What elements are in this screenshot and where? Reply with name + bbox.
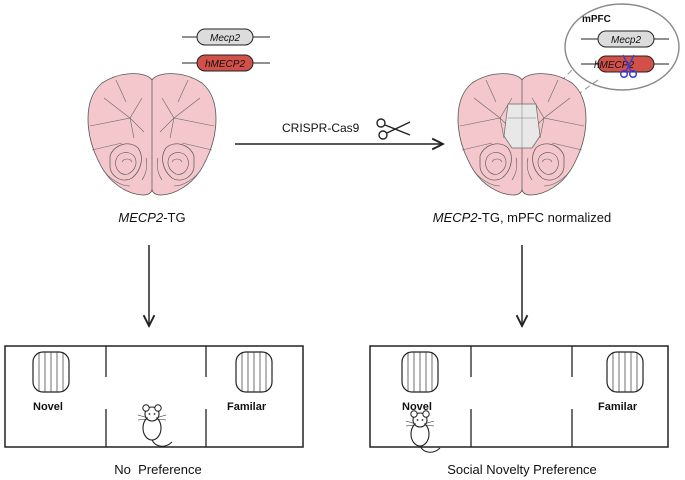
left-caption: MECP2-TG — [118, 210, 185, 225]
brain-mecp2-tg — [87, 73, 217, 196]
right-caption-rest: -TG, mPFC normalized — [478, 210, 612, 225]
familiar-mouse-cage — [235, 351, 273, 393]
arena-right: Novel Familar — [369, 345, 669, 453]
mecp2-gene-box — [196, 28, 254, 46]
cut-scissors-icon — [619, 54, 638, 79]
familiar-mouse-cage — [606, 351, 644, 393]
mpfc-inset: mPFC Mecp2 hMECP2 — [529, 3, 680, 119]
crispr-arrow: CRISPR-Cas9 — [235, 118, 443, 144]
mecp2-label: Mecp2 — [210, 33, 240, 44]
gene-pair-left: Mecp2 hMECP2 — [182, 28, 270, 72]
left-novel-label: Novel — [33, 401, 63, 413]
scissors-icon — [376, 118, 411, 140]
right-novel-label: Novel — [402, 401, 432, 413]
left-familiar-label: Familar — [227, 401, 267, 413]
hmecp2-gene-box — [196, 54, 254, 72]
inset-mecp2-box — [597, 30, 655, 48]
left-caption-gene: MECP2 — [118, 210, 164, 225]
inset-mecp2-label: Mecp2 — [611, 35, 641, 46]
hmecp2-label: hMECP2 — [205, 59, 245, 70]
left-result: No Preference — [114, 462, 201, 477]
crispr-label: CRISPR-Cas9 — [282, 121, 360, 135]
left-caption-rest: -TG — [163, 210, 185, 225]
right-caption: MECP2-TG, mPFC normalized — [433, 210, 611, 225]
inset-title: mPFC — [582, 14, 611, 25]
novel-mouse-cage — [32, 351, 70, 393]
inset-hmecp2-label: hMECP2 — [594, 60, 634, 71]
novel-mouse-cage — [401, 351, 439, 393]
right-caption-gene: MECP2 — [433, 210, 479, 225]
right-familiar-label: Familar — [598, 401, 638, 413]
arena-left: Novel Familar — [4, 345, 304, 448]
brain-mpfc-normalized — [457, 73, 587, 196]
right-result: Social Novelty Preference — [447, 462, 597, 477]
